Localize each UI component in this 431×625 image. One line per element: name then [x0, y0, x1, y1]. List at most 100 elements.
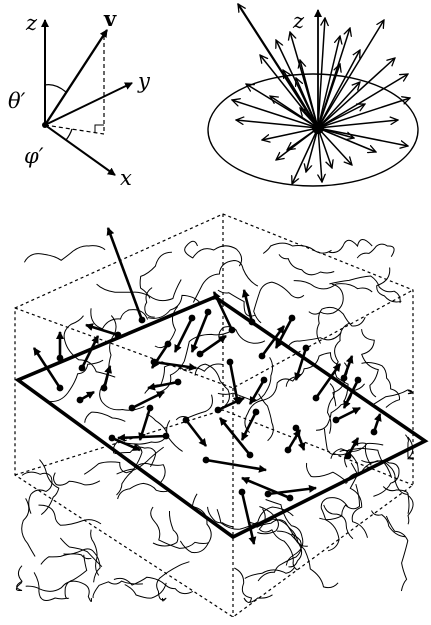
direction-arrow [283, 70, 318, 128]
fiber-strand [145, 364, 223, 393]
dipole-anchor [197, 351, 204, 358]
dipole-arrow [140, 408, 150, 440]
box-panel [15, 214, 425, 617]
dipole-anchor [239, 489, 246, 496]
fiber-strand [176, 395, 212, 420]
fiber-strand [85, 412, 126, 423]
fiber-strand [24, 246, 105, 263]
fiber-strand [279, 254, 334, 274]
dipole-anchor [355, 377, 362, 384]
fiber-strand [286, 353, 338, 387]
fiber-strand [193, 261, 258, 303]
fiber-strand [329, 276, 400, 303]
dipole-anchor [163, 433, 170, 440]
dipole-anchor [229, 327, 236, 334]
fiber-strand [40, 460, 59, 515]
direction-arrow [318, 128, 376, 152]
z-axis-label: z [25, 11, 38, 35]
dipole-anchor [289, 315, 296, 322]
vector-label: v [103, 6, 117, 31]
dipole-anchor [261, 377, 268, 384]
dipole-anchor [285, 447, 292, 454]
dipole-arrow [175, 318, 192, 352]
dipole-arrow [86, 325, 118, 335]
dipole-anchor [147, 405, 154, 412]
fiber-strand [321, 498, 348, 551]
fiber-strand [328, 384, 335, 434]
fiber-strand [219, 327, 265, 344]
dipole-anchor [205, 309, 212, 316]
dipole-arrow [108, 228, 142, 320]
x-axis-label: x [120, 166, 132, 190]
dipole-arrow [34, 348, 60, 388]
dipole-anchor [371, 429, 378, 436]
direction-arrows [232, 4, 410, 184]
dipole-anchor [333, 417, 340, 424]
dipole-anchor [77, 397, 84, 404]
fiber-strand [357, 244, 394, 258]
phi-arc [66, 129, 72, 140]
dipole-anchor [227, 359, 234, 366]
dipole-anchor [215, 407, 222, 414]
dipole-anchor [313, 395, 320, 402]
dipole-anchor [139, 317, 146, 324]
burst-center [312, 122, 324, 134]
dipole-anchor [57, 385, 64, 392]
theta-arc [45, 85, 66, 92]
fiber-strand [54, 473, 100, 486]
coordinate-system-panel: z y x v θ′ φ′ [8, 6, 151, 190]
fiber-strand [22, 498, 35, 556]
dipole-anchor [341, 375, 348, 382]
dipole-anchor [265, 491, 272, 498]
y-axis-label: y [137, 69, 151, 93]
phi-label: φ′ [24, 144, 44, 168]
fiber-strand [97, 280, 182, 301]
dipole-arrow [186, 420, 206, 446]
dipole-arrow [218, 398, 244, 410]
dipole-arrow [242, 412, 256, 440]
fiber-strand [140, 252, 172, 298]
dipole-anchor [203, 457, 210, 464]
dipole-anchor [165, 341, 172, 348]
dipole-anchor [129, 405, 136, 412]
z-axis-label-b: z [292, 9, 305, 33]
dipole-arrow [148, 382, 178, 388]
fiber-strand [324, 505, 353, 539]
fiber-strand [84, 447, 164, 474]
dipole-anchor [287, 495, 294, 502]
dipole-anchor [345, 453, 352, 460]
dipole-anchor [183, 417, 190, 424]
dipole-anchor [189, 315, 196, 322]
theta-label: θ′ [8, 89, 26, 113]
dipole-anchor [259, 353, 266, 360]
fiber-strand [257, 520, 308, 546]
fiber-strand [277, 531, 338, 588]
dipole-anchor [79, 365, 86, 372]
fiber-strand [294, 281, 373, 292]
isotropic-distribution-panel: z [208, 4, 418, 186]
fiber-strand [65, 555, 87, 599]
x-axis [45, 125, 115, 175]
fiber-strand [125, 583, 167, 598]
dipole-anchor [151, 359, 158, 366]
dipole-arrow [344, 356, 352, 378]
fiber-strand [258, 534, 301, 581]
fiber-strand [288, 333, 341, 347]
fiber-strand [153, 511, 178, 546]
fiber-strand [263, 243, 331, 253]
dipole-anchor [115, 332, 122, 339]
dipole-anchor [247, 452, 254, 459]
dipole-arrow [230, 362, 238, 404]
dipole-arrow [220, 418, 250, 455]
dipole-arrow [104, 366, 110, 388]
dipole-anchor [101, 385, 108, 392]
dipole-arrow [206, 460, 266, 470]
dipole-anchor [175, 379, 182, 386]
fiber-strand [16, 566, 22, 591]
fiber-strand [185, 241, 242, 266]
dipole-anchor [57, 355, 64, 362]
fiber-strand [316, 384, 365, 431]
fiber-strand [306, 463, 347, 483]
fiber-strand [93, 581, 143, 598]
